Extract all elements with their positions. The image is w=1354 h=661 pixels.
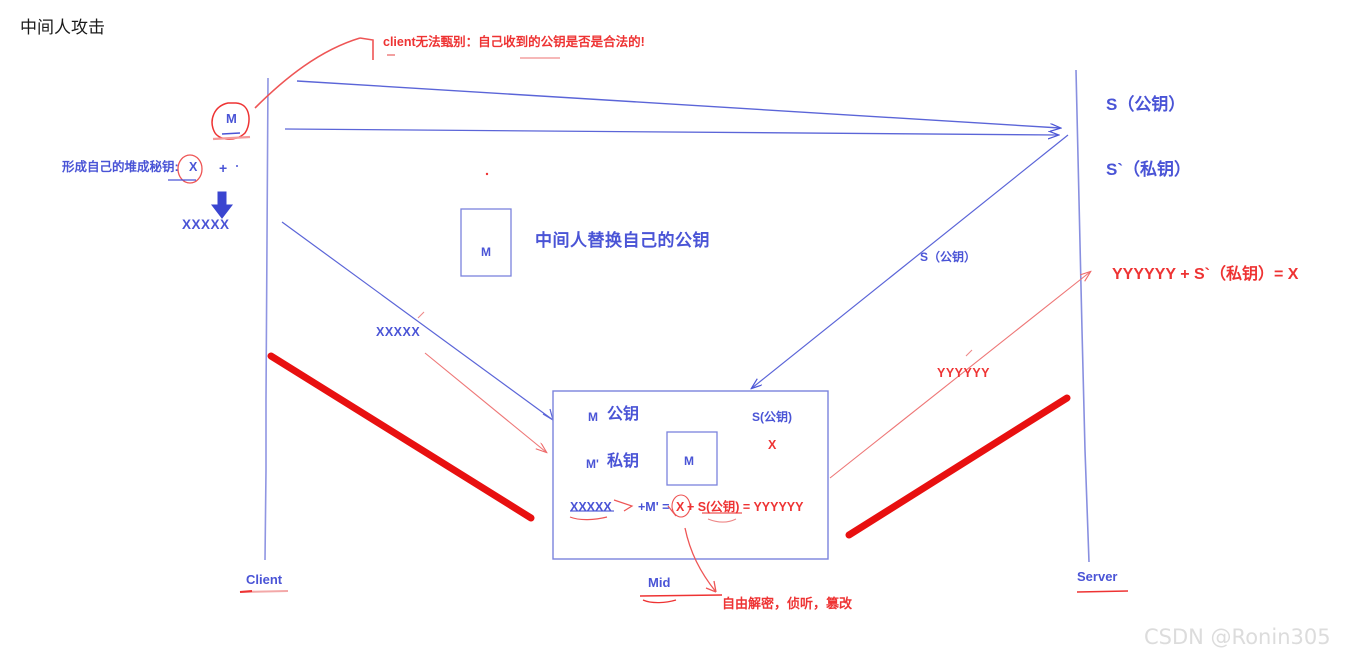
- mid-formula-input: XXXXX: [570, 500, 612, 514]
- arrow-client-red-thin: [424, 352, 546, 452]
- mitm-replace-box: [460, 208, 512, 277]
- client-down-arrow: [210, 191, 234, 219]
- stray-marks: [236, 165, 973, 357]
- formula-decorations: [569, 494, 742, 523]
- note-client-cannot-verify: client无法甄别：自己收到的公钥是否是合法的!: [383, 35, 645, 49]
- mid-server-pubkey-label: S(公钥): [752, 410, 792, 424]
- arrow-client-to-server: [296, 80, 1060, 128]
- server-private-key: S`（私钥）: [1106, 160, 1191, 179]
- client-key-value: X: [189, 160, 198, 174]
- client-x-circle: [168, 154, 203, 184]
- client-m-circle: [211, 102, 251, 141]
- mitm-box-inner-label: M: [481, 245, 491, 259]
- flow-label-server-pubkey: S（公钥）: [920, 250, 977, 264]
- client-m-label: M: [226, 111, 237, 126]
- lane-label-client: Client: [246, 572, 283, 587]
- client-lifeline: [264, 77, 269, 561]
- watermark: CSDN @Ronin305: [1144, 625, 1331, 649]
- mid-server-x-value: X: [768, 438, 777, 452]
- flow-label-client-to-mid: XXXXX: [376, 325, 421, 339]
- mid-formula-plus-mpriv: +M' =: [638, 500, 670, 514]
- mid-m-pub-symbol: M: [588, 410, 598, 424]
- arrow-server-to-mid-pubkey: [752, 134, 1069, 388]
- mid-m-pub-label: 公钥: [607, 406, 640, 423]
- flow-label-mid-to-server: YYYYYY: [937, 366, 991, 380]
- note-mitm-replaces-key: 中间人替换自己的公钥: [535, 231, 710, 250]
- client-lane-underline: [239, 590, 289, 593]
- server-lane-underline: [1076, 590, 1129, 593]
- mid-m-priv-symbol: M': [586, 457, 599, 471]
- arrow-server-to-client: [283, 128, 1066, 135]
- lane-label-mid: Mid: [648, 575, 671, 590]
- server-lifeline: [1075, 69, 1090, 563]
- client-encrypted-value: XXXXX: [182, 217, 230, 232]
- mid-inner-box: [666, 431, 718, 486]
- mid-inner-box-label: M: [684, 454, 694, 468]
- note-mid-powers: 自由解密，侦听，篡改: [722, 596, 853, 611]
- mid-lane-underline: [639, 594, 723, 604]
- server-public-key: S（公钥）: [1106, 95, 1186, 114]
- thick-red-bar-left: [267, 352, 535, 522]
- mid-formula-rest: + S(公钥) = YYYYYY: [687, 500, 804, 514]
- mid-formula-x: X: [676, 500, 685, 514]
- mid-note-pointer: [667, 505, 717, 593]
- page-title: 中间人攻击: [20, 18, 105, 37]
- mid-m-priv-label: 私钥: [607, 453, 640, 470]
- arrow-mid-to-server-red: [829, 272, 1090, 479]
- thick-red-bar-right: [845, 394, 1071, 539]
- lane-label-server: Server: [1077, 569, 1118, 584]
- note-pointer-squiggle: [254, 37, 560, 109]
- client-plus-sign: +: [219, 160, 228, 176]
- server-decrypt-equation: YYYYYY + S`（私钥）= X: [1112, 266, 1299, 283]
- mid-main-box: [552, 390, 829, 560]
- client-key-text: 形成自己的堆成秘钥:: [62, 160, 179, 174]
